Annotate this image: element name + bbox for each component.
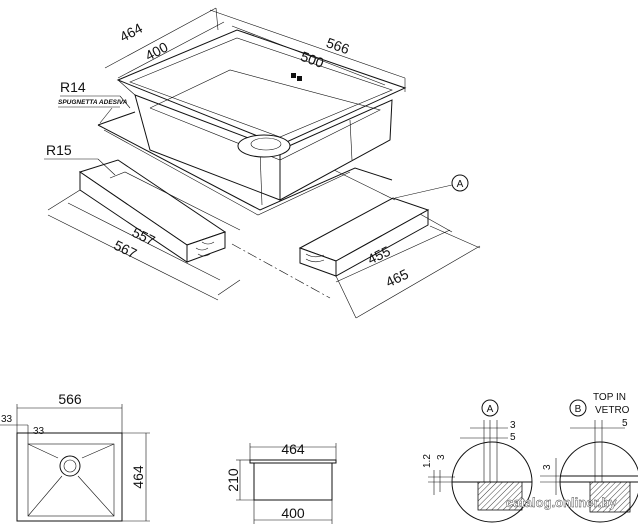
dim-210-side: 210	[225, 468, 241, 492]
detail-b-title-line1: TOP IN	[593, 392, 626, 403]
detail-a-label: A	[487, 404, 494, 415]
countertop-outline	[97, 111, 393, 216]
isometric-view: 464 400 566 500 R14 SPUGNETTA ADESIVA R1…	[44, 7, 481, 319]
label-a-iso: A	[457, 179, 464, 190]
detail-a-label-circle	[481, 399, 499, 417]
overflow-icon	[291, 73, 296, 78]
label-r15: R15	[46, 142, 72, 158]
sink-body	[116, 29, 407, 206]
dim-500-iso: 500	[299, 48, 327, 71]
watermark-text: catalog.onliner.by	[506, 495, 617, 510]
detail-b: B TOP IN VETRO 5 3	[540, 392, 638, 523]
drain-hole	[237, 134, 291, 158]
label-spugnetta: SPUGNETTA ADESIVA	[58, 99, 128, 106]
detail-a-dim-3-left: 3	[436, 454, 447, 460]
dim-400-side: 400	[281, 505, 305, 521]
detail-a-dim-1-2: 1.2	[422, 454, 433, 468]
detail-b-title-line2: VETRO	[595, 405, 630, 416]
detail-b-dim-5: 5	[622, 418, 628, 429]
dim-566-top: 566	[58, 391, 82, 407]
iso-bottom-right-dimensions	[335, 213, 481, 319]
detail-a-marker[interactable]	[451, 174, 469, 192]
top-view: 566 33 33 464	[0, 391, 150, 522]
detail-b-label: B	[575, 404, 582, 415]
detail-a-dim-3-top: 3	[510, 420, 516, 431]
detail-b-label-circle	[569, 399, 587, 417]
right-wood-batten	[298, 197, 430, 277]
dim-33-inner: 33	[33, 426, 45, 437]
dim-464-top: 464	[130, 465, 146, 489]
detail-a-dim-5: 5	[510, 432, 516, 443]
iso-top-dimensions	[104, 7, 406, 92]
dim-464-iso: 464	[117, 20, 145, 45]
dim-33-left: 33	[1, 414, 13, 425]
side-view: 464 210 400	[225, 441, 337, 524]
drain-hole-top	[59, 455, 81, 477]
detail-b-dim-3: 3	[542, 464, 553, 470]
label-r14: R14	[60, 79, 86, 95]
dim-464-side: 464	[281, 441, 305, 457]
dim-465-iso: 465	[383, 266, 411, 291]
left-wood-batten	[78, 159, 227, 263]
detail-a: A 3 5 1.2 3	[422, 399, 533, 523]
iso-bottom-left-dimensions	[47, 189, 331, 301]
dim-566-iso: 566	[324, 34, 352, 57]
